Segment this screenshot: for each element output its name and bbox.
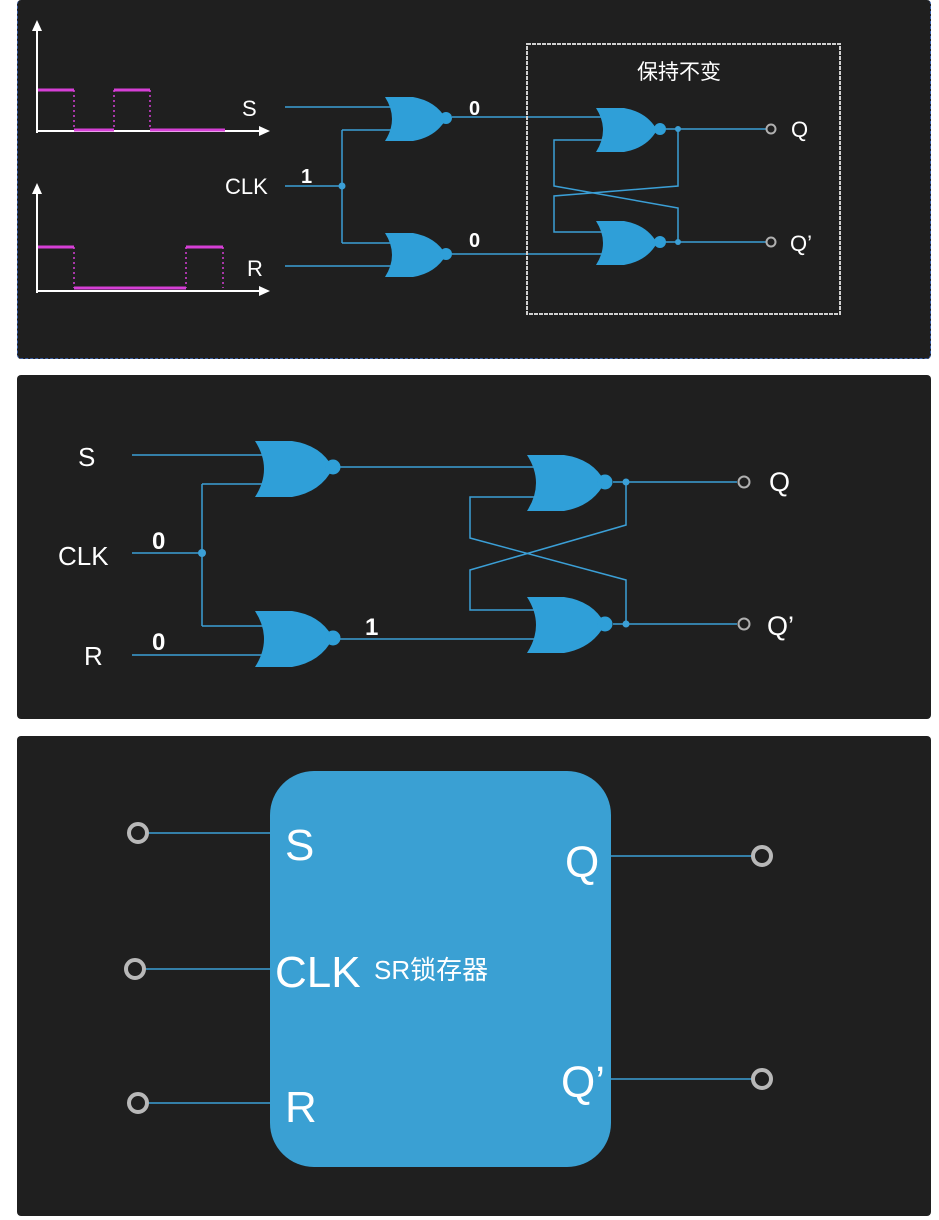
clocked-circuit-svg: S CLK R 0 0 1 [58, 441, 794, 671]
q-prime-terminal [737, 617, 751, 631]
r-waveform-trace [38, 245, 223, 290]
q-terminal [765, 123, 777, 135]
gate-bottom-output-value: 0 [469, 230, 480, 252]
s-input-terminal [127, 822, 149, 844]
q-prime-junction [675, 239, 681, 245]
sr-latch-block [270, 771, 611, 1167]
s-pin-label: S [285, 821, 314, 870]
r-waveform-x-arrow [259, 286, 270, 296]
q-output-terminal [751, 845, 773, 867]
r-waveform [32, 183, 270, 296]
clk-value: 1 [301, 166, 312, 188]
latch-feedback-wires [469, 481, 737, 625]
q-prime-feedback-wire [553, 139, 679, 242]
hold-caption: 保持不变 [637, 61, 721, 84]
hold-region-box [526, 43, 841, 315]
r-value: 0 [152, 629, 165, 656]
q-terminal [737, 475, 751, 489]
r-pin-label: R [285, 1083, 317, 1132]
q-prime-label: Q’ [790, 231, 812, 256]
block-wires [145, 832, 754, 1104]
s-waveform-edges [73, 90, 151, 130]
s-waveform [32, 20, 270, 136]
r-label: R [84, 641, 103, 671]
clk-label: CLK [58, 541, 109, 571]
input-wires [132, 454, 535, 656]
latch-nor-gate-top [527, 455, 613, 511]
s-waveform-trace [38, 88, 225, 132]
r-input-terminal [127, 1092, 149, 1114]
q-prime-output-terminal [751, 1068, 773, 1090]
input-wires [285, 106, 608, 267]
s-label: S [78, 442, 95, 472]
q-feedback-wire [553, 129, 679, 233]
latch-feedback-wires [553, 128, 766, 243]
r-waveform-y-arrow [32, 183, 42, 194]
latch-nor-gate-top [596, 108, 666, 152]
latch-nor-gate-bottom [527, 597, 613, 653]
q-junction [622, 478, 630, 486]
nor-gate-bottom [385, 233, 452, 277]
clocked-sr-latch-panel: S CLK R 0 0 1 [17, 375, 931, 719]
r-label: R [247, 256, 263, 281]
q-prime-feedback-wire [469, 496, 627, 624]
q-pin-label: Q [565, 838, 599, 887]
gate-top-output-value: 0 [469, 98, 480, 120]
clocked-sr-latch-hold-panel: S CLK R 1 0 0 保持不变 [17, 0, 931, 359]
sr-latch-block-svg: S CLK R Q Q’ SR锁存器 [124, 771, 773, 1167]
gate-bottom-output-value: 1 [365, 614, 378, 641]
q-prime-junction [622, 620, 630, 628]
s-label: S [242, 96, 257, 121]
r-waveform-edges [73, 247, 224, 288]
clk-pin-label: CLK [275, 948, 361, 997]
q-junction [675, 126, 681, 132]
latch-nor-gate-bottom [596, 221, 666, 265]
clk-junction [338, 182, 346, 190]
q-prime-pin-label: Q’ [561, 1058, 605, 1107]
block-title: SR锁存器 [374, 955, 488, 985]
clk-junction [198, 549, 206, 557]
hold-circuit-svg: S CLK R 1 0 0 保持不变 [32, 20, 841, 315]
q-label: Q [791, 117, 808, 142]
clk-value: 0 [152, 528, 165, 555]
q-feedback-wire [469, 482, 627, 611]
q-prime-terminal [765, 236, 777, 248]
s-waveform-y-arrow [32, 20, 42, 31]
clk-label: CLK [225, 174, 268, 199]
clk-input-terminal [124, 958, 146, 980]
nor-gate-top [255, 441, 341, 497]
q-label: Q [769, 467, 790, 497]
s-waveform-x-arrow [259, 126, 270, 136]
nor-gate-top [385, 97, 452, 141]
q-prime-label: Q’ [767, 611, 794, 641]
sr-latch-block-panel: S CLK R Q Q’ SR锁存器 [17, 736, 931, 1216]
nor-gate-bottom [255, 611, 341, 667]
